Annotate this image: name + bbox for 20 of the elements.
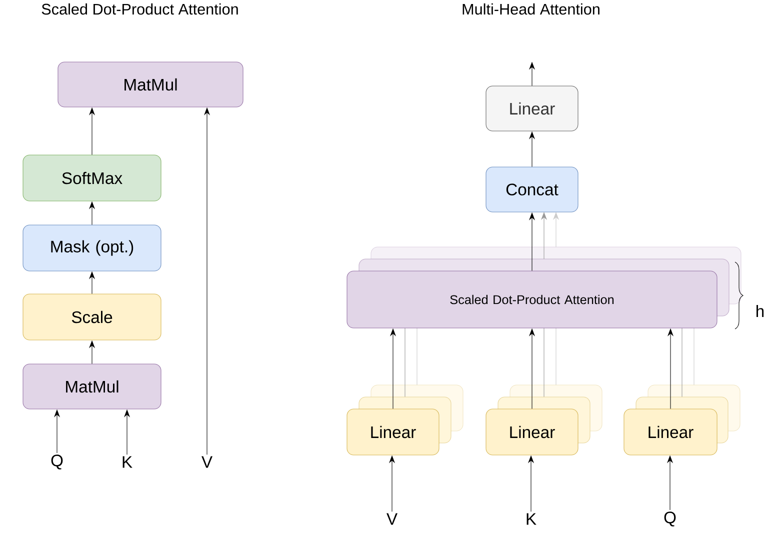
input-label: K	[122, 456, 132, 468]
process-box: Linear	[346, 408, 440, 456]
process-box: Linear	[486, 86, 578, 132]
brace-label: h	[756, 304, 764, 318]
input-label: V	[202, 456, 212, 468]
input-label: Q	[51, 454, 63, 470]
process-box: Linear	[486, 408, 578, 456]
heading: Multi-Head Attention	[462, 3, 600, 15]
heading: Scaled Dot-Product Attention	[42, 3, 238, 15]
process-box: Scaled Dot-Product Attention	[346, 270, 718, 328]
process-box: Linear	[624, 408, 718, 456]
input-label: V	[386, 513, 398, 525]
process-box: MatMul	[22, 364, 162, 410]
input-label: K	[526, 513, 536, 525]
process-box: SoftMax	[22, 154, 162, 202]
process-box: Concat	[486, 166, 578, 212]
process-box: MatMul	[58, 62, 244, 108]
input-label: Q	[664, 512, 676, 526]
process-box: Scale	[22, 294, 162, 340]
process-box: Mask (opt.)	[22, 224, 162, 272]
